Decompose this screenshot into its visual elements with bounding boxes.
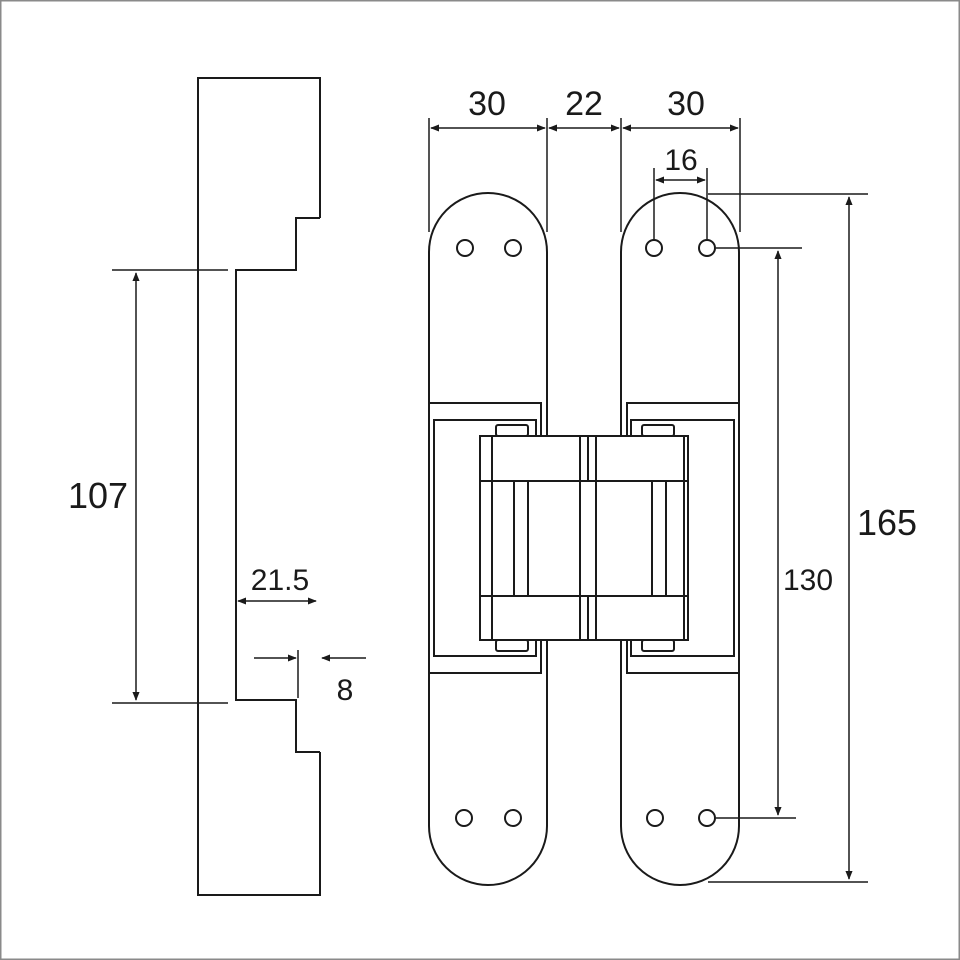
mortise-cutout xyxy=(235,217,320,753)
label-130: 130 xyxy=(783,564,833,597)
mechanism-top-pin-left xyxy=(495,424,529,437)
right-bottom-hole-1 xyxy=(646,809,664,827)
mechanism-bottom-pin-right xyxy=(641,639,675,652)
label-30-left: 30 xyxy=(468,85,506,123)
right-top-hole-1 xyxy=(645,239,663,257)
mechanism-right-block xyxy=(595,435,685,641)
left-bottom-hole-1 xyxy=(455,809,473,827)
hinge-mechanism xyxy=(479,424,689,652)
dimension-8 xyxy=(254,650,366,698)
label-165: 165 xyxy=(857,502,917,543)
right-bottom-hole-2 xyxy=(698,809,716,827)
right-top-hole-2 xyxy=(698,239,716,257)
mechanism-left-block xyxy=(491,435,581,641)
mechanism-arm-center xyxy=(579,480,597,597)
door-profile xyxy=(197,77,321,896)
door-outline xyxy=(197,77,321,896)
label-16: 16 xyxy=(664,144,697,177)
mechanism-arm-right xyxy=(651,480,667,597)
label-21-5: 21.5 xyxy=(251,564,309,597)
label-8: 8 xyxy=(337,674,354,707)
dimension-107 xyxy=(112,269,228,704)
label-107: 107 xyxy=(68,475,128,516)
dimension-lengths xyxy=(708,193,868,883)
mechanism-top-pin-right xyxy=(641,424,675,437)
mechanism-arm-left xyxy=(513,480,529,597)
left-bottom-hole-2 xyxy=(504,809,522,827)
label-22: 22 xyxy=(565,85,603,123)
left-top-hole-1 xyxy=(456,239,474,257)
mechanism-bottom-pin-left xyxy=(495,639,529,652)
dimension-widths xyxy=(428,118,741,240)
label-30-right: 30 xyxy=(667,85,705,123)
left-top-hole-2 xyxy=(504,239,522,257)
